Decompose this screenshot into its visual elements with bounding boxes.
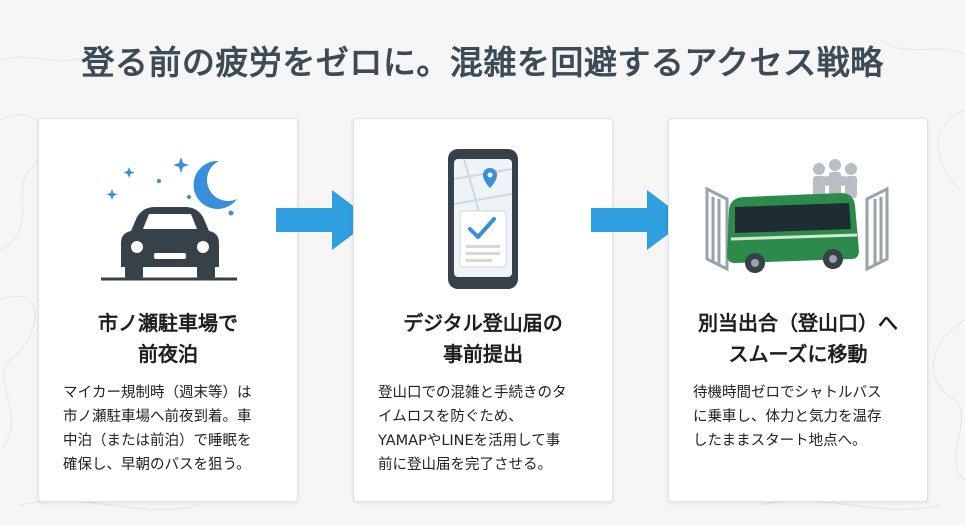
car-night-icon [101,157,237,281]
step-card-overnight-parking: 市ノ瀬駐車場で 前夜泊 マイカー規制時（週末等）は 市ノ瀬駐車場へ前夜到着。車 … [38,118,298,502]
step-heading: デジタル登山届の 事前提出 [403,311,563,366]
smartphone-checklist-icon [448,149,518,289]
step-heading: 別当出合（登山口）へ スムーズに移動 [698,311,898,366]
step-description: マイカー規制時（週末等）は 市ノ瀬駐車場へ前夜到着。車 中泊（または前泊）で睡眠… [63,385,252,473]
arrow-right-icon [276,190,372,250]
step-card-shuttle-bus: 別当出合（登山口）へ スムーズに移動 待機時間ゼロでシャトルバス に乗車し、体力… [668,118,928,502]
step-description: 登山口での混雑と手続きのタ イムロスを防ぐため、 YAMAPやLINEを活用して… [378,385,567,473]
arrow-right-icon [591,190,687,250]
step-description: 待機時間ゼロでシャトルバス に乗車し、体力と気力を温存 したままスタート地点へ。 [693,385,882,449]
page-title: 登る前の疲労をゼロに。混雑を回避するアクセス戦略 [81,43,884,82]
step-heading: 市ノ瀬駐車場で 前夜泊 [98,311,238,366]
shuttle-bus-icon [705,159,889,273]
step-card-digital-registration: デジタル登山届の 事前提出 登山口での混雑と手続きのタ イムロスを防ぐため、 Y… [353,118,613,502]
